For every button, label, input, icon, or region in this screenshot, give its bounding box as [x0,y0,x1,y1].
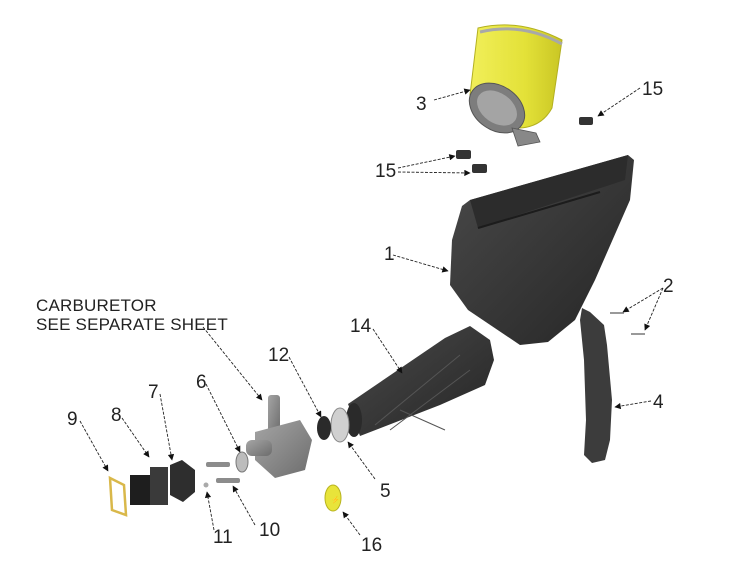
gasket-part [108,475,128,517]
callout-5: 5 [380,481,391,502]
callout-7: 7 [148,382,159,403]
callout-16: 16 [361,535,383,556]
callout-6: 6 [196,372,207,393]
callout-8: 8 [111,405,122,426]
callout-14: 14 [350,316,372,337]
callout-15-top: 15 [642,79,664,100]
callout-11: 11 [213,527,233,548]
svg-text:⚡: ⚡ [331,495,340,504]
air-filter-part [468,24,563,147]
intake-boot-part [346,326,494,437]
airbox-part [450,155,634,345]
carburetor-note-line2: SEE SEPARATE SHEET [36,315,228,334]
carburetor-note: CARBURETOR SEE SEPARATE SHEET [36,296,228,334]
foam-ring-part: ⚡ [324,484,342,512]
callout-2: 2 [663,276,674,297]
callout-9: 9 [67,409,78,430]
carburetor-part [246,395,312,478]
callout-4: 4 [653,392,664,413]
washer-part [203,482,209,488]
carb-clamp-part [235,451,249,473]
reed-valve-part [130,467,168,505]
rubber-ring-part [317,416,331,440]
carburetor-note-line1: CARBURETOR [36,296,157,315]
callout-12: 12 [268,345,290,366]
filter-clips-part [456,117,593,173]
screws-part [610,312,645,335]
side-cover-part [580,308,612,463]
callout-15-left: 15 [375,161,397,182]
bolts-part [206,462,240,483]
callout-10: 10 [259,520,281,541]
hose-clamp-part [330,407,350,443]
callout-3: 3 [416,94,427,115]
intake-spacer-part [170,460,195,502]
callout-1: 1 [384,244,395,265]
